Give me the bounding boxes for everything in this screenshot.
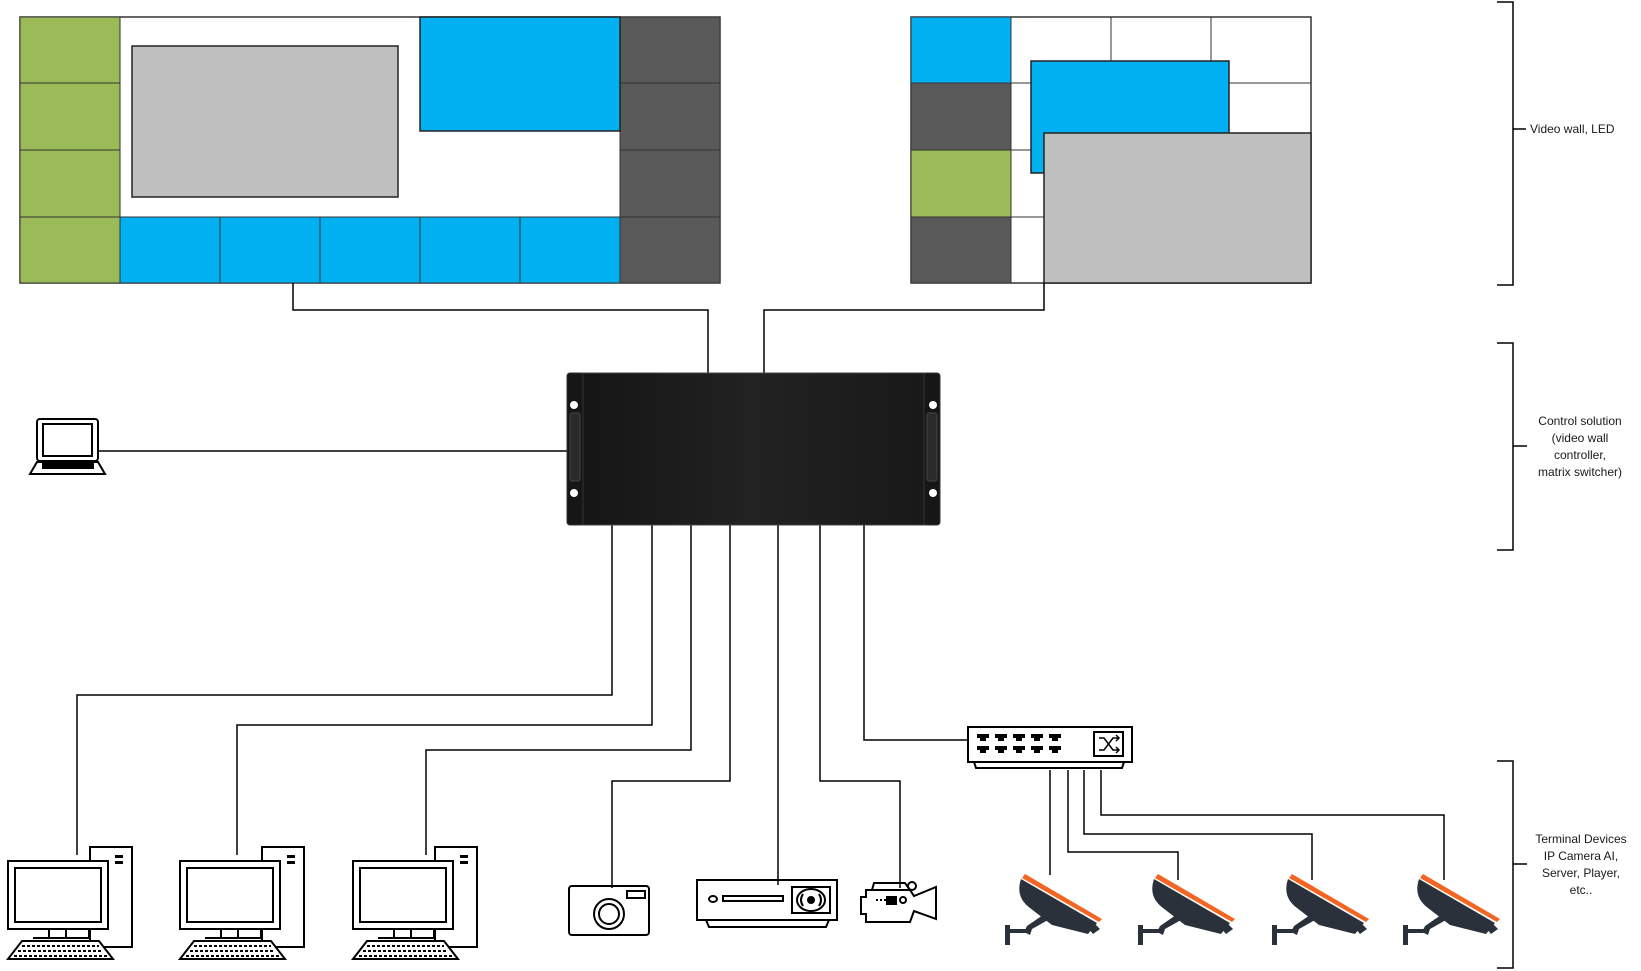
link-ipcam-2 (1067, 770, 1179, 880)
rack-screw (929, 401, 937, 409)
label-terminal-devices: Terminal Devices IP Camera AI, Server, P… (1535, 832, 1627, 897)
photo-camera-icon[interactable] (568, 885, 650, 936)
rack-handle (926, 412, 938, 482)
link-workstation-1 (76, 524, 613, 855)
window-gray (1043, 132, 1312, 284)
workstation-icon-3[interactable] (352, 846, 478, 960)
ip-camera-icon-2[interactable] (1138, 874, 1235, 945)
rack-screw (929, 489, 937, 497)
network-switch-icon[interactable] (967, 726, 1133, 769)
link-ipcam-4 (1100, 770, 1445, 880)
rack-handle (569, 412, 581, 482)
link-workstation-3 (425, 524, 692, 855)
rack-screw (570, 489, 578, 497)
window-gray (131, 45, 399, 198)
link-wall-right (763, 283, 1045, 374)
window-blue (419, 16, 621, 132)
ip-camera-icon-4[interactable] (1403, 874, 1500, 945)
video-wall-left (19, 16, 721, 284)
ip-camera-icon[interactable] (1005, 874, 1102, 945)
link-photo-camera (611, 524, 731, 888)
connection-lines (76, 283, 1445, 888)
link-video-camera (819, 524, 901, 888)
workstation-icon-2[interactable] (179, 846, 305, 960)
bracket-control (1497, 342, 1527, 551)
label-control-solution: Control solution (video wall controller,… (1537, 414, 1622, 479)
media-player-icon[interactable] (696, 879, 838, 928)
video-camera-icon[interactable] (860, 881, 937, 923)
rack-screw (570, 401, 578, 409)
video-wall-controller[interactable] (566, 372, 941, 526)
link-workstation-2 (236, 524, 653, 855)
workstation-icon[interactable] (5, 846, 133, 960)
video-wall-right (910, 16, 1312, 284)
link-ipcam-3 (1083, 770, 1313, 880)
bracket-terminal (1497, 760, 1527, 969)
label-video-wall: Video wall, LED (1530, 122, 1615, 136)
ip-camera-icon-3[interactable] (1272, 874, 1369, 945)
bracket-video-wall (1497, 1, 1526, 286)
link-wall-left (292, 283, 709, 374)
link-switch (863, 524, 968, 741)
laptop-icon[interactable] (28, 418, 107, 475)
